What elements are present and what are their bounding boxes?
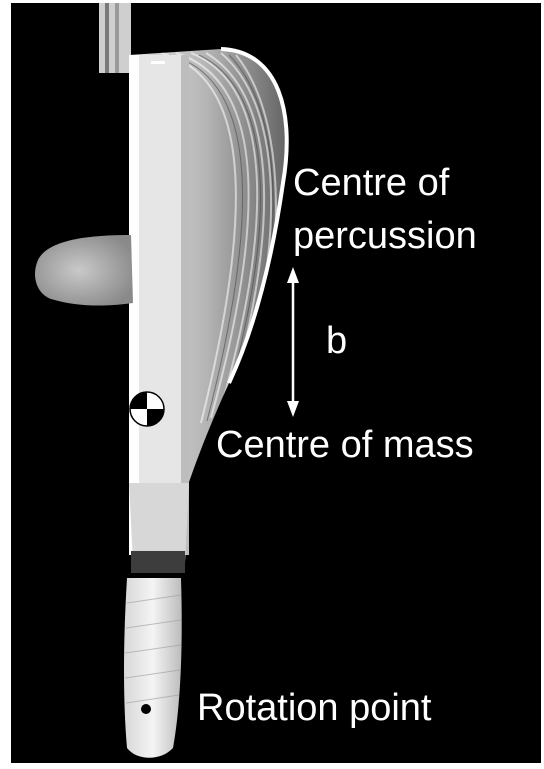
racket-photo [11, 3, 541, 763]
rotation-point-dot-icon [141, 704, 151, 714]
label-distance-b: b [326, 319, 347, 363]
diagram-frame: Centre of percussion b Centre of mass Ro… [11, 3, 541, 763]
hand [35, 235, 133, 306]
racket-handle [124, 578, 182, 758]
label-centre-of-mass: Centre of mass [216, 423, 474, 467]
label-centre-of-percussion-line1: Centre of [293, 161, 449, 205]
racket-head [129, 49, 287, 555]
centre-of-mass-marker-icon [130, 392, 164, 426]
label-centre-of-percussion-line2: percussion [293, 214, 477, 258]
double-arrow-icon [287, 267, 299, 417]
label-rotation-point: Rotation point [197, 686, 432, 730]
